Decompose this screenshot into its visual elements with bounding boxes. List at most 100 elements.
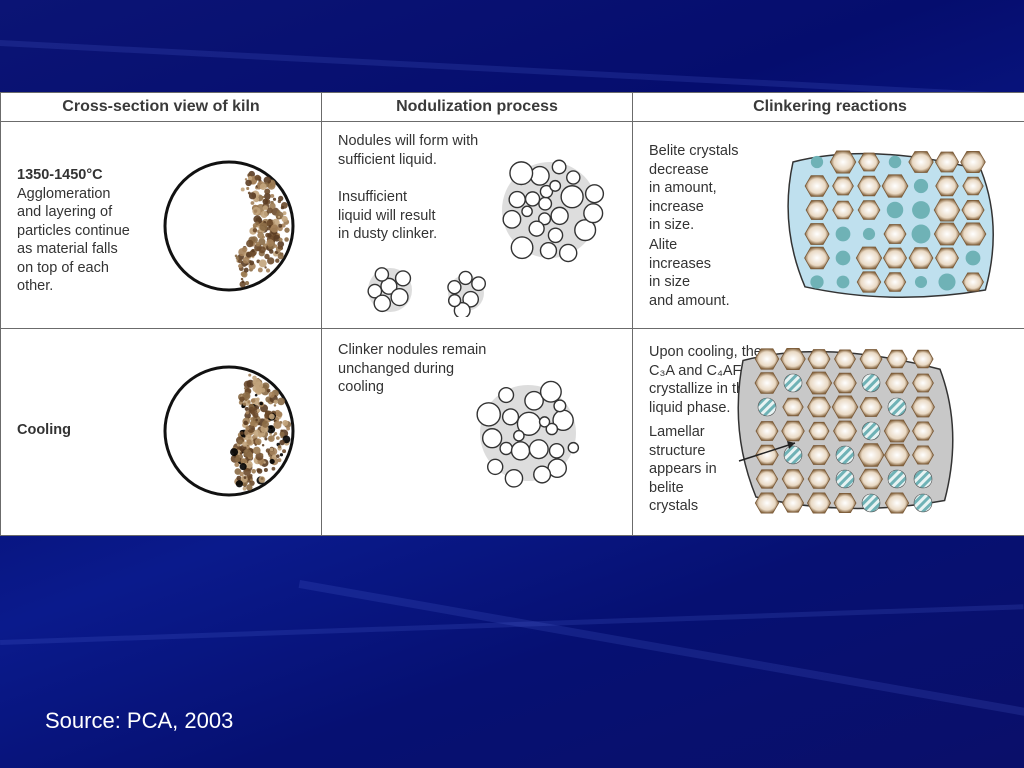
clinker-particle bbox=[262, 198, 269, 205]
clinker-particle bbox=[248, 373, 252, 377]
clinker-particle bbox=[242, 486, 247, 491]
alite-crystal bbox=[911, 396, 935, 418]
clinker-particle bbox=[264, 192, 271, 200]
diagram-panel: Cross-section view of kiln Nodulization … bbox=[0, 92, 1024, 536]
nodulization-text-line: Clinker nodules remain bbox=[338, 342, 487, 358]
clinker-particle bbox=[259, 222, 268, 231]
clinker-particle bbox=[255, 221, 259, 226]
nodule-grain bbox=[499, 441, 513, 456]
belite-crystal bbox=[938, 273, 956, 291]
clinkering-text-line: in size bbox=[649, 274, 691, 290]
cell-clinkering-hot: Belite crystals decrease in amount, incr… bbox=[632, 121, 1024, 329]
alite-crystal bbox=[856, 271, 882, 293]
nodule-grain bbox=[510, 441, 531, 461]
alite-crystal bbox=[962, 272, 984, 292]
nodule-grain bbox=[560, 185, 584, 209]
clinker-particle bbox=[277, 215, 281, 219]
nodule-grain bbox=[513, 429, 525, 442]
clinker-particle bbox=[273, 399, 278, 405]
clinker-particle bbox=[279, 453, 284, 457]
kiln-text-line: other. bbox=[17, 278, 54, 294]
clinker-particle bbox=[248, 192, 257, 200]
clinker-particle bbox=[275, 211, 284, 220]
belite-crystal bbox=[911, 224, 931, 244]
nodule-grain bbox=[447, 293, 462, 308]
clinker-particle bbox=[260, 477, 264, 480]
clinker-particle bbox=[260, 210, 268, 219]
nodulization-text-line: Insufficient bbox=[338, 189, 408, 205]
kiln-text-line: on top of each bbox=[17, 259, 109, 276]
clinker-particle bbox=[254, 174, 261, 181]
nodule-grain bbox=[584, 184, 605, 204]
clinker-particle bbox=[252, 446, 261, 455]
clinker-particle bbox=[235, 256, 240, 260]
nodule-grain bbox=[458, 270, 473, 286]
clinker-particle bbox=[264, 266, 267, 269]
clinker-particle bbox=[250, 410, 255, 415]
alite-crystal bbox=[805, 200, 829, 220]
nodulization-text-line: sufficient liquid. bbox=[338, 151, 437, 168]
alite-crystal bbox=[832, 176, 854, 196]
alite-crystal bbox=[832, 200, 854, 220]
clinker-particle bbox=[271, 454, 277, 460]
nodule-grain bbox=[380, 277, 398, 295]
nodule-grain bbox=[374, 267, 390, 282]
belite-crystal bbox=[887, 469, 907, 489]
belite-crystal bbox=[861, 493, 881, 513]
kiln-text-line: as material falls bbox=[17, 241, 118, 257]
cooling-label: Cooling bbox=[17, 422, 71, 438]
clinker-particle bbox=[258, 259, 267, 268]
kiln-text-line: and layering of bbox=[17, 204, 113, 220]
clinker-particle bbox=[265, 448, 271, 453]
clinker-particle bbox=[266, 207, 273, 214]
clinkering-text-line: in amount, bbox=[649, 180, 717, 196]
alite-crystal bbox=[883, 272, 907, 292]
kiln-wall bbox=[163, 160, 295, 292]
alite-crystal bbox=[807, 396, 831, 418]
alite-crystal bbox=[912, 373, 934, 393]
clinker-particle bbox=[282, 419, 289, 426]
nodule-grain bbox=[498, 387, 515, 404]
alite-crystal bbox=[806, 492, 832, 514]
header-clinkering: Clinkering reactions bbox=[632, 92, 1024, 122]
clinker-particle bbox=[276, 454, 280, 458]
belite-crystal bbox=[913, 469, 933, 489]
alite-crystal bbox=[912, 445, 934, 465]
clinker-particle bbox=[277, 245, 282, 250]
clinker-particle bbox=[255, 241, 261, 247]
alite-crystal bbox=[829, 150, 857, 174]
clinker-particle bbox=[281, 215, 288, 223]
clinker-particle bbox=[252, 378, 261, 387]
kiln-cross-section-cooling bbox=[163, 365, 295, 497]
alite-crystal bbox=[808, 421, 830, 441]
alite-crystal bbox=[962, 176, 984, 196]
clinker-particle bbox=[246, 186, 250, 190]
clinker-particle bbox=[280, 435, 284, 439]
nodulization-text-line: Nodules will form with bbox=[338, 133, 479, 149]
alite-crystal bbox=[908, 151, 934, 173]
clinker-particle bbox=[276, 436, 280, 440]
clinker-particle bbox=[242, 256, 250, 264]
clinker-particle bbox=[254, 243, 262, 252]
clinker-particle bbox=[249, 260, 255, 266]
belite-crystal bbox=[888, 155, 902, 169]
pointer-arrowhead bbox=[787, 441, 795, 449]
belite-crystal bbox=[835, 445, 855, 465]
nodulization-text-line: cooling bbox=[338, 379, 384, 395]
clinker-particle bbox=[260, 432, 264, 436]
clinker-particle bbox=[277, 253, 284, 260]
nodule-grain bbox=[521, 205, 533, 218]
belite-crystal bbox=[783, 373, 803, 393]
clinker-particle bbox=[272, 434, 276, 437]
belite-crystal bbox=[914, 275, 928, 289]
alite-crystal bbox=[857, 200, 881, 220]
clinker-particle bbox=[273, 420, 282, 429]
clinker-microstructure-hot bbox=[787, 150, 994, 298]
nodule-grain bbox=[553, 399, 567, 413]
alite-crystal bbox=[833, 372, 857, 394]
clinker-particle bbox=[237, 259, 243, 264]
header-kiln: Cross-section view of kiln bbox=[0, 92, 322, 122]
clinkering-text-line: in size. bbox=[649, 217, 695, 233]
clinker-particle bbox=[278, 237, 283, 242]
clinker-particle bbox=[244, 178, 248, 181]
